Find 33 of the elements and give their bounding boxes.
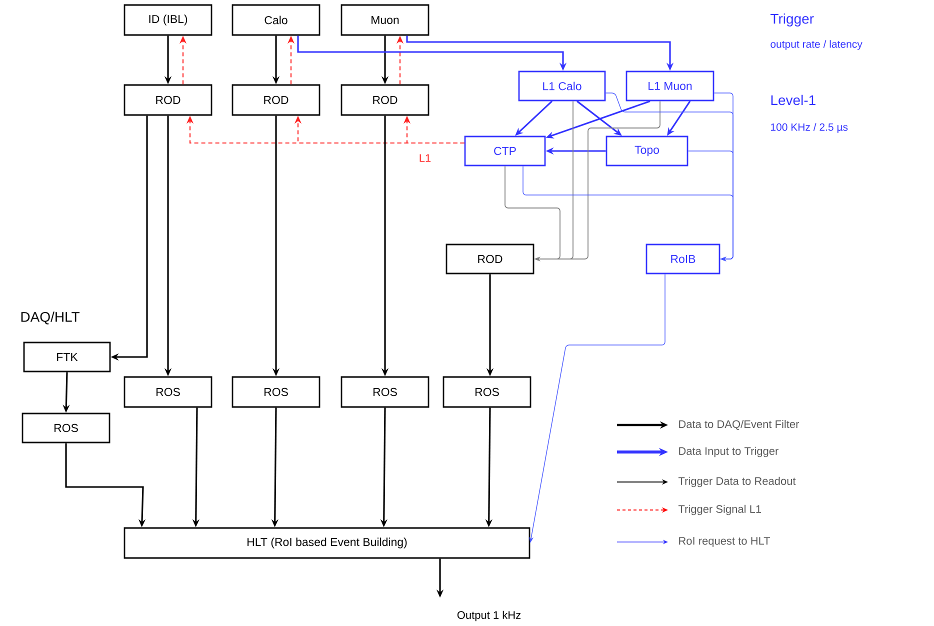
heading: Trigger — [770, 13, 814, 27]
process-box: HLT (RoI based Event Building) — [124, 527, 530, 559]
process-box: Calo — [232, 4, 320, 36]
process-box: ROS — [22, 412, 110, 444]
process-box: ROD — [124, 84, 212, 116]
process-box: ROS — [442, 376, 532, 408]
note: output rate / latency — [770, 40, 862, 50]
edge-label: L1 — [418, 153, 432, 163]
trigger-box: Topo — [606, 136, 688, 166]
arrow — [504, 166, 560, 262]
trigger-box: CTP — [464, 136, 546, 166]
process-box: ROD — [232, 84, 320, 116]
legend-text: Trigger Data to Readout — [678, 476, 796, 488]
process-box: Muon — [340, 4, 430, 36]
process-box: ROS — [232, 376, 320, 408]
heading: Level-1 — [771, 94, 816, 106]
output-label: Output 1 kHz — [457, 610, 521, 622]
trigger-box: L1 Calo — [518, 70, 606, 102]
legend-text: Data Input to Trigger — [679, 446, 778, 458]
process-box: FTK — [23, 342, 111, 372]
process-box: ROS — [340, 376, 430, 408]
process-box: ROD — [446, 244, 534, 274]
arrow — [522, 166, 734, 262]
note: 100 KHz / 2.5 µs — [771, 123, 848, 133]
process-box: ROS — [124, 376, 212, 408]
process-box: ROD — [340, 84, 430, 116]
trigger-box: RoIB — [646, 244, 720, 274]
legend-text: Data to DAQ/Event Filter — [679, 420, 800, 430]
trigger-box: L1 Muon — [626, 70, 714, 102]
process-box: ID (IBL) — [124, 4, 212, 36]
heading: DAQ/HLT — [21, 312, 80, 324]
legend-text: Trigger Signal L1 — [678, 504, 761, 516]
legend-text: RoI request to HLT — [679, 537, 770, 547]
